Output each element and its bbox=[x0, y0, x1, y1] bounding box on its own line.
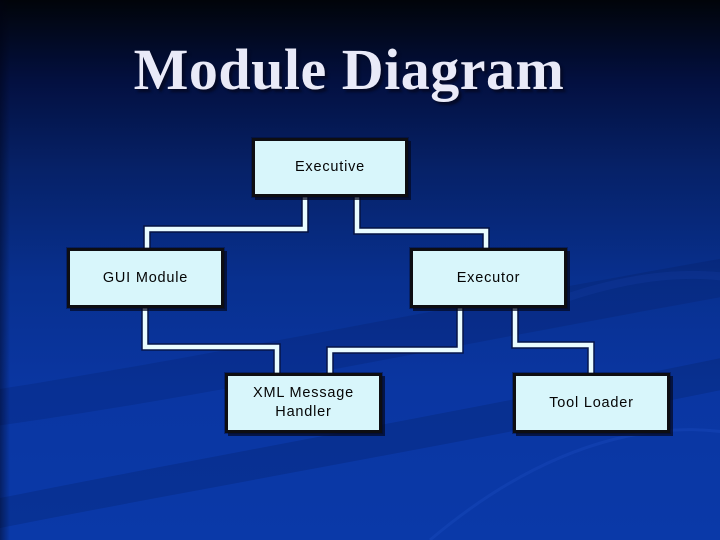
edge-executor-to-tool-loader bbox=[511, 306, 595, 375]
page-title: Module Diagram bbox=[133, 37, 565, 102]
edge-gui-module-to-xml-message-handler bbox=[142, 306, 280, 375]
edge-executive-to-gui-module bbox=[143, 196, 309, 250]
edge-executor-to-xml-message-handler bbox=[326, 306, 464, 375]
edge-gui-module-to-xml-message-handler bbox=[141, 306, 281, 375]
node-label-executor: Executor bbox=[456, 269, 521, 286]
node-executive: Executive bbox=[252, 138, 408, 197]
node-xml-message-handler: XML Message Handler bbox=[225, 373, 382, 433]
edge-executive-to-executor bbox=[353, 196, 490, 250]
node-label-tool-loader: Tool Loader bbox=[549, 394, 634, 411]
edge-executor-to-tool-loader bbox=[512, 306, 594, 375]
swoosh-arc-small bbox=[558, 270, 720, 304]
node-label-executive: Executive bbox=[294, 159, 366, 176]
node-label-xml-message-handler: XML Message Handler bbox=[253, 385, 354, 420]
node-executor: Executor bbox=[410, 248, 567, 308]
edge-executive-to-executor bbox=[354, 196, 489, 250]
edge-executor-to-xml-message-handler bbox=[327, 306, 463, 375]
node-gui-module: GUI Module bbox=[67, 248, 224, 308]
edge-executive-to-gui-module bbox=[144, 196, 308, 250]
node-tool-loader: Tool Loader bbox=[513, 373, 670, 433]
swoosh-arc bbox=[429, 428, 720, 540]
node-label-gui-module: GUI Module bbox=[102, 269, 189, 286]
